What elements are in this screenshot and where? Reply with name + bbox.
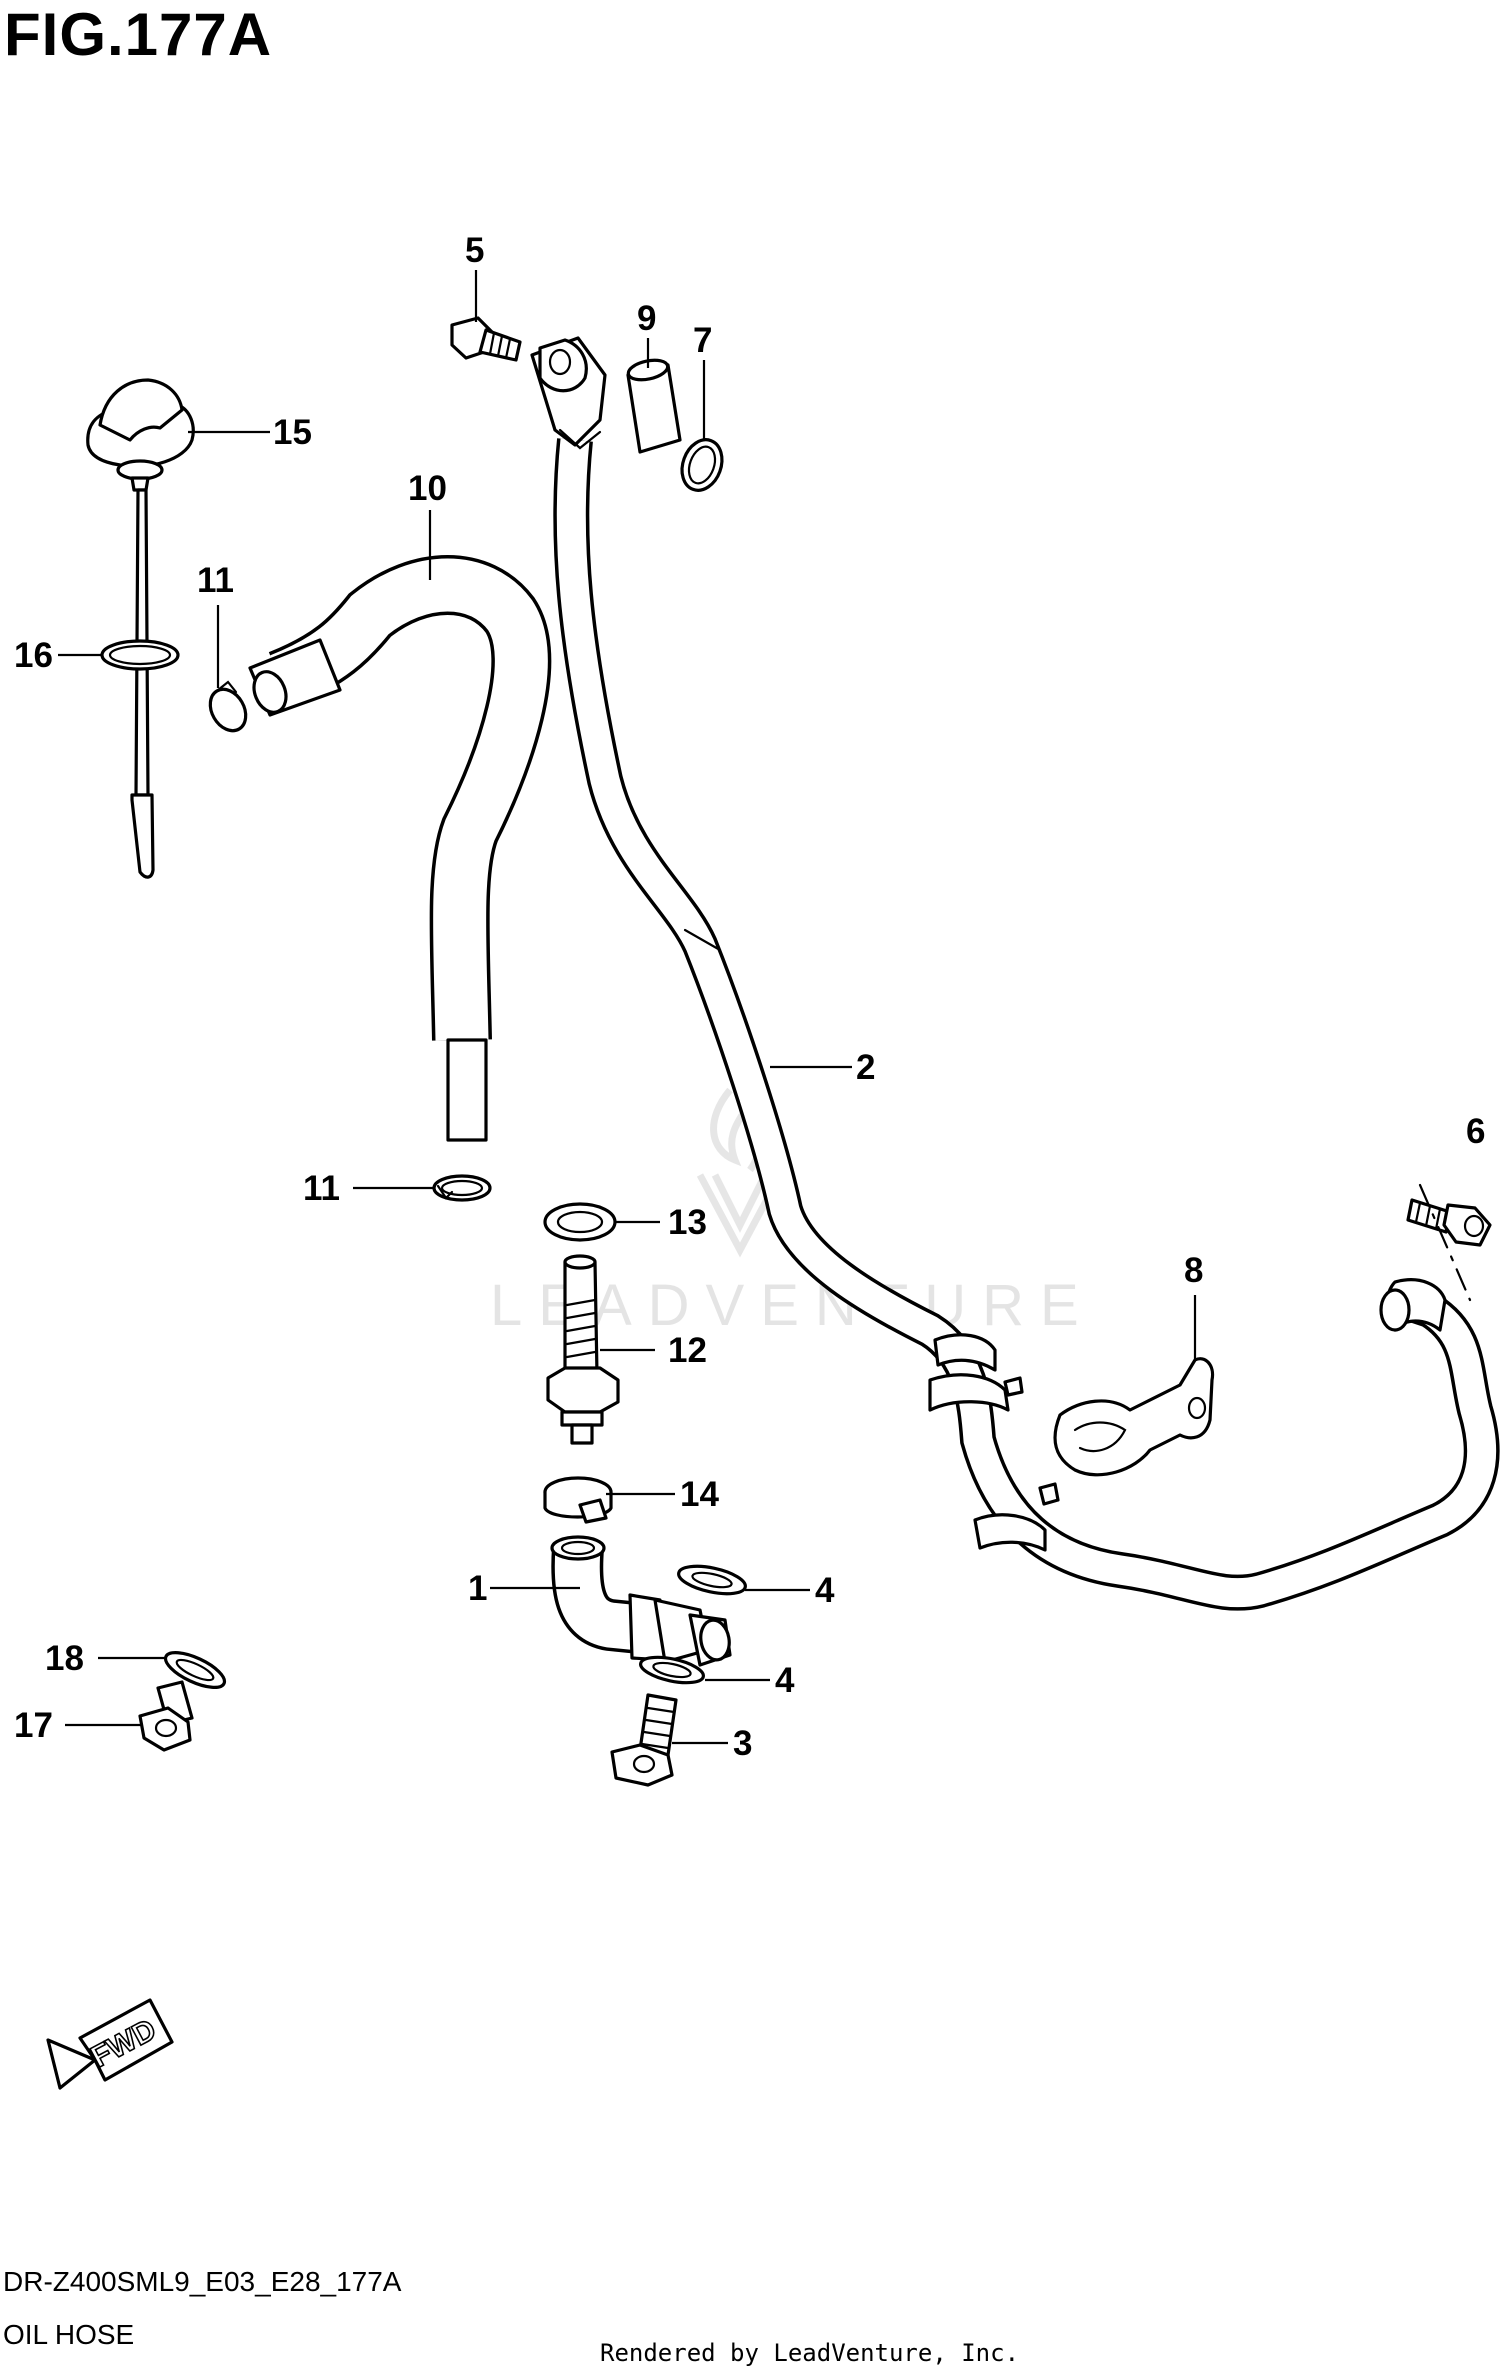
callout-label: 8 — [1184, 1251, 1203, 1290]
part-4-gasket-upper[interactable] — [676, 1561, 748, 1599]
part-10-breather-hose[interactable] — [248, 555, 552, 1142]
part-15-oil-filler-cap[interactable] — [86, 378, 195, 492]
callout-label: 4 — [815, 1571, 835, 1610]
part-18-gasket[interactable] — [161, 1646, 229, 1695]
part-3-union-bolt[interactable] — [610, 1693, 678, 1787]
callout-label: 7 — [693, 321, 712, 360]
leader-lines — [58, 270, 1197, 1745]
part-7-o-ring[interactable] — [675, 434, 728, 496]
callout-label: 18 — [45, 1639, 84, 1678]
part-5-bolt[interactable] — [450, 316, 522, 362]
callout-label: 14 — [680, 1475, 719, 1514]
callout-label: 10 — [408, 469, 447, 508]
fwd-direction-arrow: FWD — [46, 1998, 174, 2090]
part-6-bolt[interactable] — [1406, 1198, 1492, 1247]
part-6-guide-line — [1418, 1183, 1472, 1302]
callout-label: 2 — [856, 1048, 875, 1087]
callout-label: 4 — [775, 1661, 795, 1700]
callout-label: 13 — [668, 1203, 707, 1242]
part-16-dipstick[interactable] — [130, 488, 155, 879]
part-12-union-bolt[interactable] — [546, 1254, 620, 1445]
figure-title: FIG.177A — [4, 1, 273, 68]
part-8-bracket[interactable] — [1053, 1357, 1215, 1477]
callout-label: 15 — [273, 413, 312, 452]
figure-code: DR-Z400SML9_E03_E28_177A — [3, 2266, 402, 2297]
callout-label: 11 — [303, 1169, 340, 1208]
part-9-collar[interactable] — [626, 357, 682, 454]
render-credit: Rendered by LeadVenture, Inc. — [600, 2339, 1020, 2367]
part-11-clamp-upper[interactable] — [203, 680, 253, 737]
callout-label: 12 — [668, 1331, 707, 1370]
callout-label: 5 — [465, 231, 484, 270]
callout-labels: 1 2 3 4 4 5 6 7 8 9 10 11 11 12 13 14 15… — [14, 231, 1485, 1763]
part-11-clamp-lower[interactable] — [432, 1174, 492, 1202]
callout-label: 16 — [14, 636, 53, 675]
part-2-oil-hose[interactable] — [530, 336, 1500, 1611]
part-14-clamp[interactable] — [543, 1476, 613, 1524]
callout-label: 9 — [637, 299, 656, 338]
callout-label: 11 — [197, 561, 234, 600]
part-16-o-ring[interactable] — [100, 639, 180, 671]
part-4-gasket-lower[interactable] — [638, 1653, 705, 1688]
part-13-gasket[interactable] — [543, 1202, 617, 1242]
part-1-hose-elbow[interactable] — [550, 1535, 732, 1667]
callout-label: 17 — [14, 1706, 53, 1745]
callout-label: 1 — [468, 1569, 487, 1608]
figure-name: OIL HOSE — [3, 2319, 135, 2350]
callout-label: 3 — [733, 1724, 752, 1763]
part-17-drain-bolt[interactable] — [138, 1680, 194, 1752]
callout-label: 6 — [1466, 1112, 1485, 1151]
